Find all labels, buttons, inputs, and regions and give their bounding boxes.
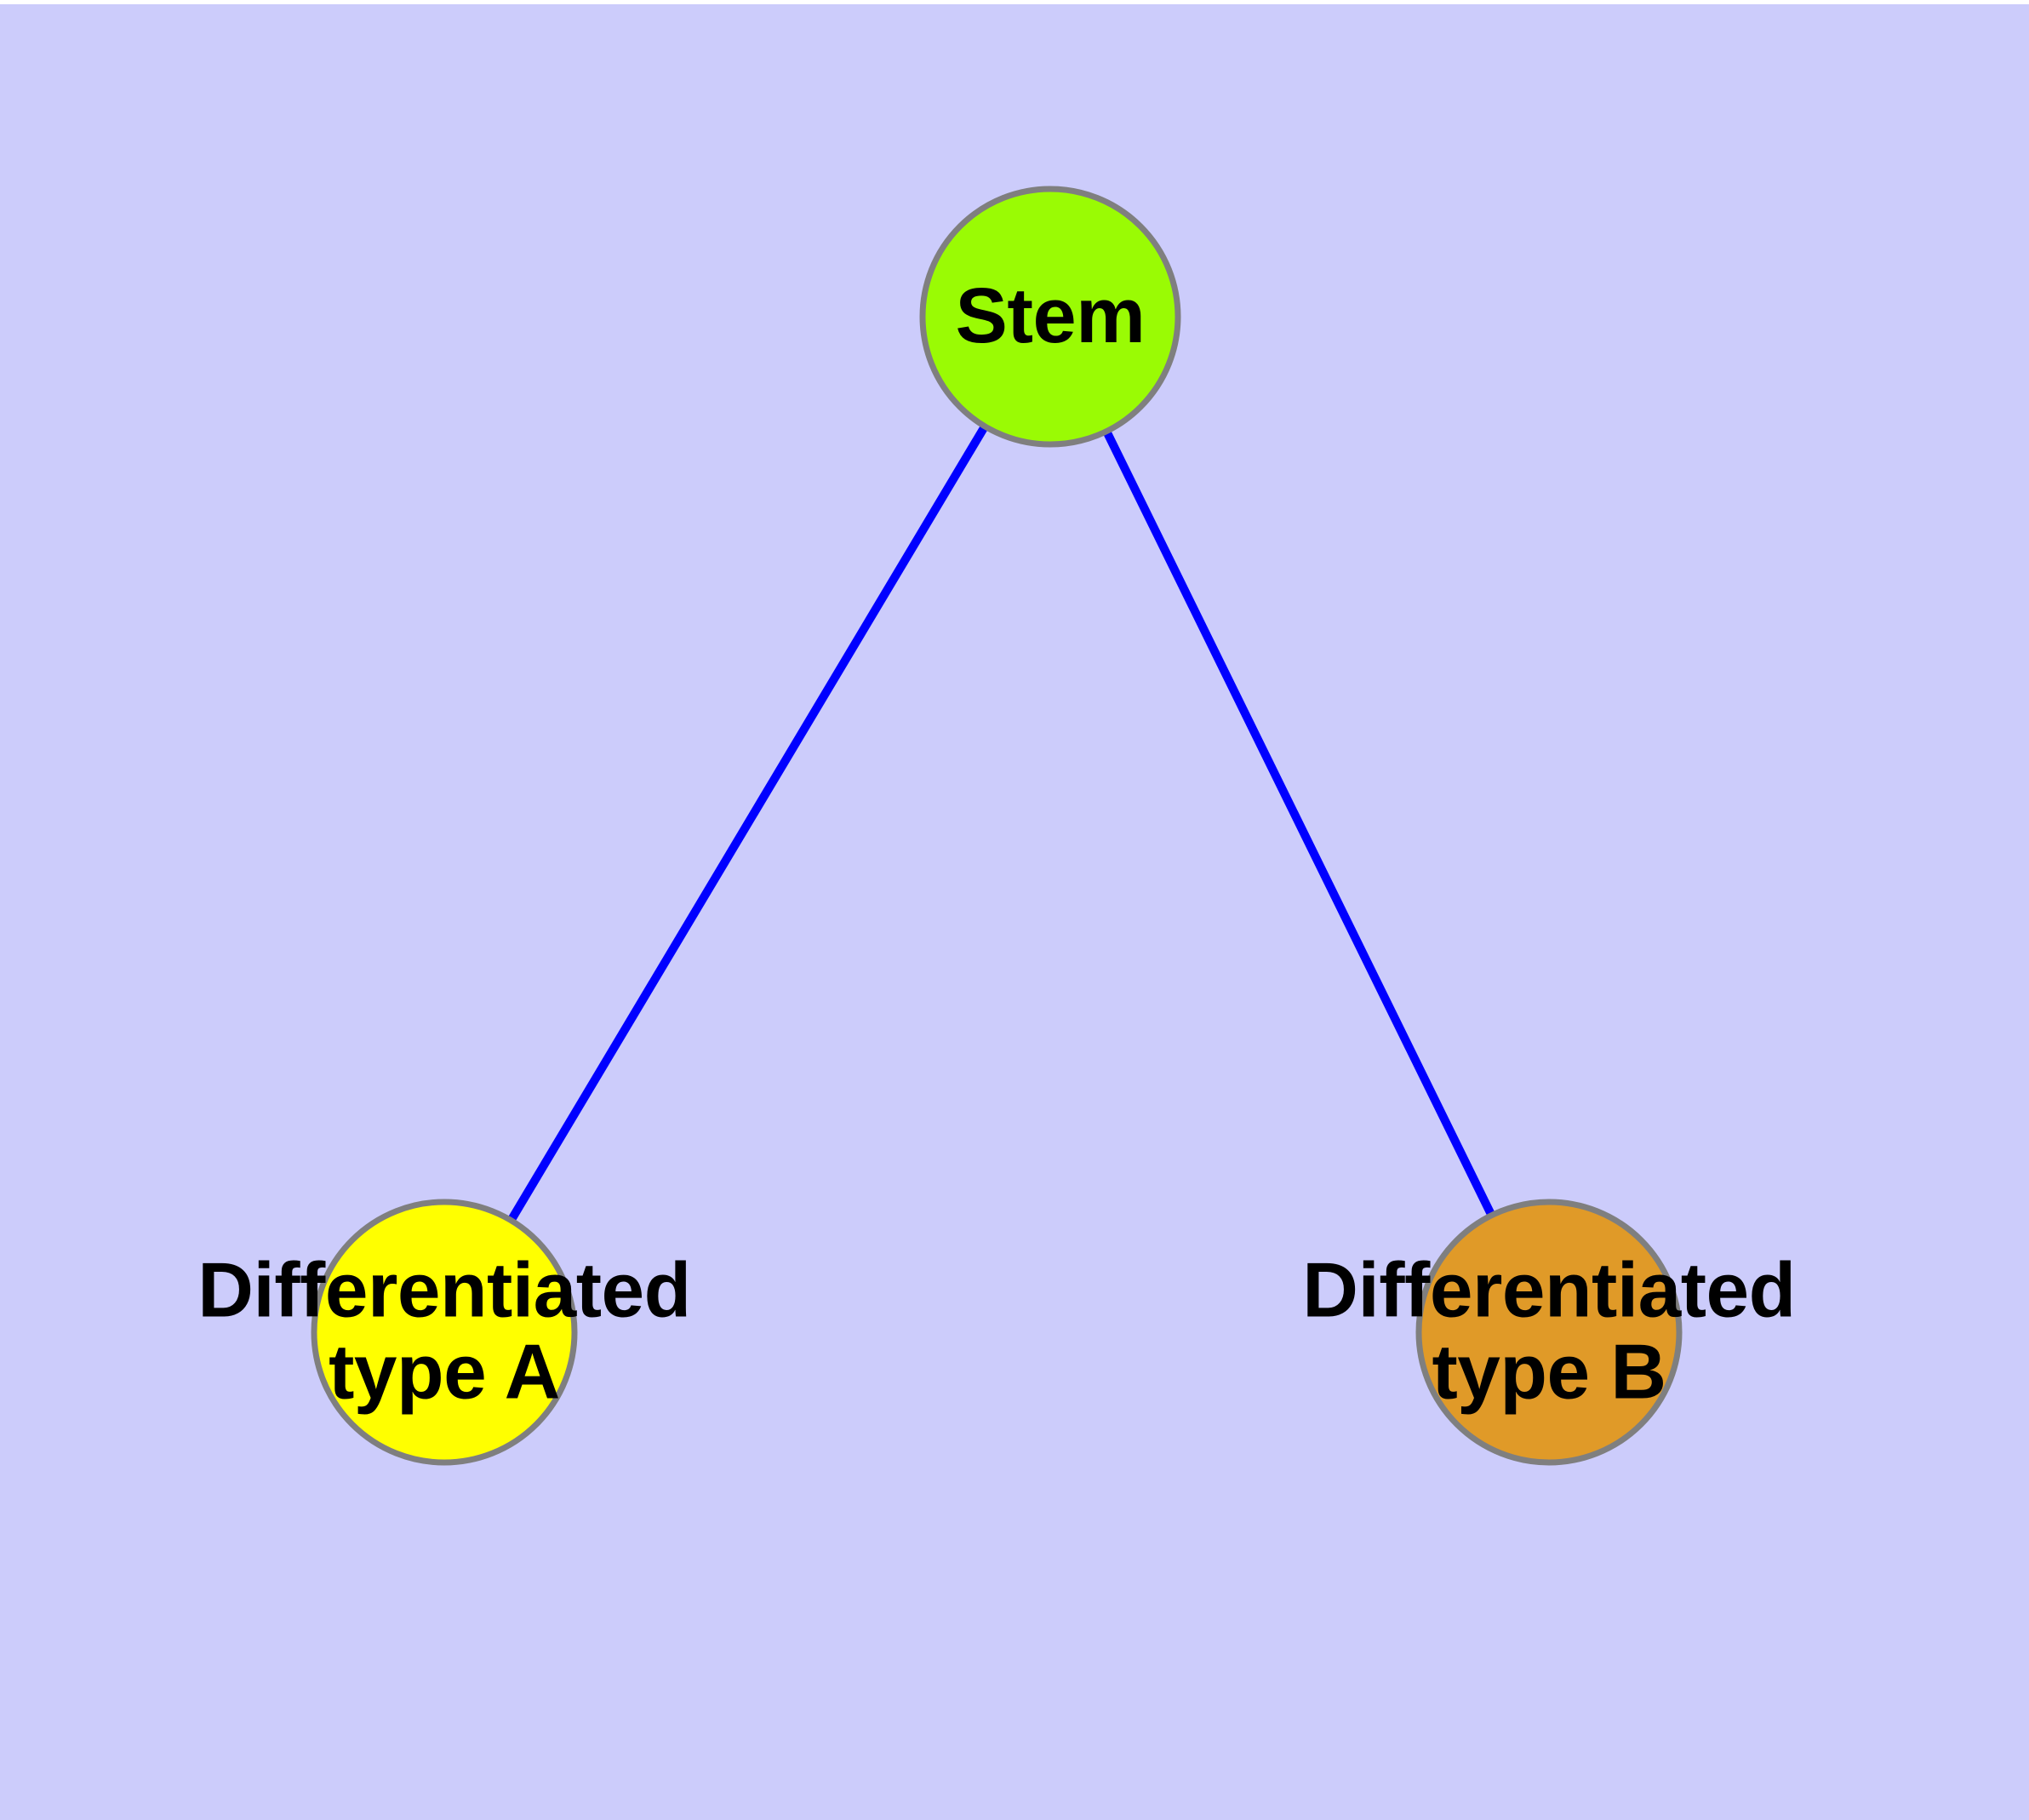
node-differentiated-type-b[interactable]: [1415, 1199, 1683, 1466]
node-differentiated-type-a[interactable]: [311, 1199, 578, 1466]
edges-layer: [505, 420, 1498, 1228]
edge-stem-to-differentiated-type-a: [505, 420, 992, 1228]
node-stem[interactable]: [919, 186, 1181, 448]
edge-stem-to-differentiated-type-b: [1100, 425, 1498, 1222]
nodes-layer: [311, 186, 1683, 1466]
